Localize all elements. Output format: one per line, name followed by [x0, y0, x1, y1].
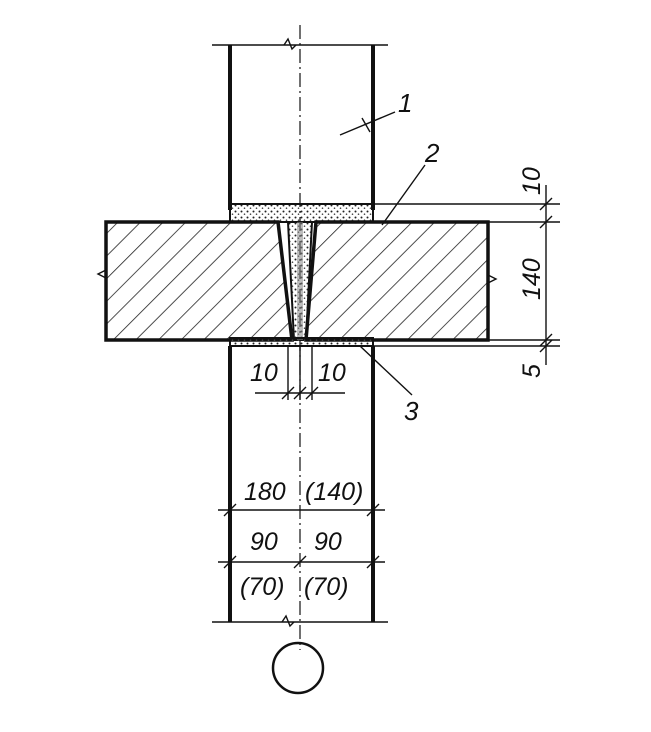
- gap-dimension: 10 10: [250, 345, 346, 400]
- floor-slab-right: [304, 220, 498, 342]
- right-dimension-chain: 10 140 5: [373, 167, 560, 378]
- circle-axis-marker-icon: [271, 641, 325, 695]
- width-dimension-chain: 180 (140) 90 90 (70) (70): [218, 478, 385, 601]
- dim-right-top: 10: [518, 167, 546, 195]
- break-line-icon: [487, 274, 498, 284]
- callout-2-label: 2: [424, 138, 440, 168]
- top-mortar-bed: [229, 203, 374, 223]
- callout-3-label: 3: [404, 396, 419, 426]
- dim-gap-right: 10: [318, 359, 346, 387]
- break-line-icon: [283, 37, 297, 51]
- dim-half-right-alt: (70): [304, 573, 348, 601]
- dim-half-left: 90: [250, 528, 278, 556]
- lower-wall-panel: [212, 346, 388, 628]
- callout-2: 2: [381, 138, 440, 226]
- dim-total-width-alt: (140): [305, 478, 363, 506]
- dim-right-bottom: 5: [518, 364, 546, 378]
- break-line-icon: [96, 269, 107, 279]
- break-line-icon: [281, 614, 295, 628]
- dim-gap-left: 10: [250, 359, 278, 387]
- floor-slab-left: [96, 220, 294, 342]
- bottom-mortar-bed: [229, 337, 374, 347]
- dim-half-right: 90: [314, 528, 342, 556]
- callout-1: 1: [339, 88, 412, 136]
- callout-1-label: 1: [398, 88, 412, 118]
- dim-right-mid: 140: [518, 258, 546, 300]
- dim-total-width: 180: [244, 478, 286, 506]
- dim-half-left-alt: (70): [240, 573, 284, 601]
- callout-3: 3: [359, 345, 419, 426]
